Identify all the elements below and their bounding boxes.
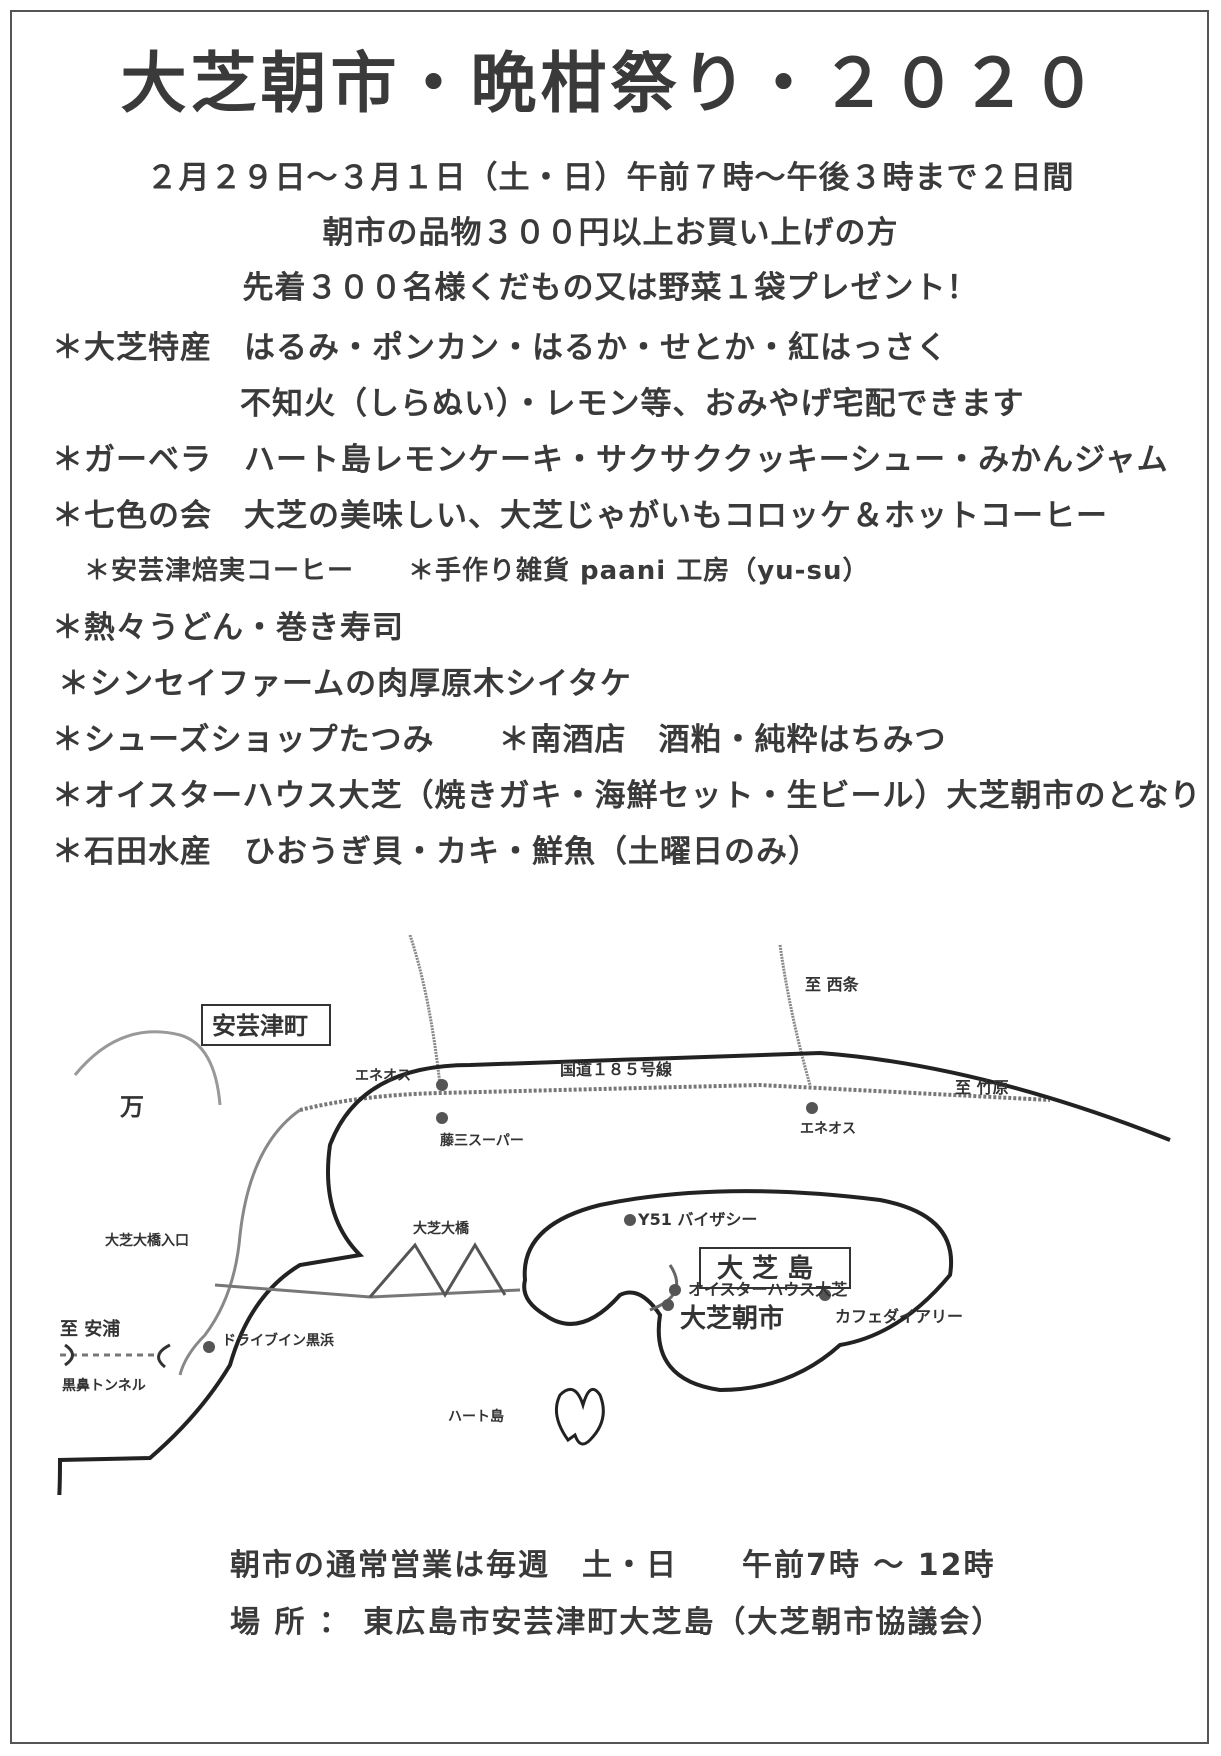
coastline: [57, 1050, 1171, 1495]
island-label-box: [699, 1247, 851, 1289]
heart-island-label: ハート島: [448, 1408, 504, 1425]
vendor-line: ＊熱々うどん・巻き寿司: [52, 610, 404, 646]
vendor-line: ＊シューズショップたつみ ＊南酒店 酒粕・純粋はちみつ: [52, 722, 947, 758]
page-title: 大芝朝市・晩柑祭り・２０２０: [120, 45, 1101, 122]
route-label: 国道１８５号線: [560, 1060, 672, 1079]
access-map: 安芸津町 万 至 西条 至 竹原 国道１８５号線 エネオス 藤三スーパー エネオ…: [57, 935, 1171, 1495]
island-label: 大 芝 島: [717, 1254, 813, 1284]
gift-offer: 先着３００名様くだもの又は野菜１袋プレゼント！: [242, 270, 979, 306]
cafe-label: カフェダイアリー: [835, 1307, 963, 1326]
cafe-dot: [819, 1289, 831, 1301]
purchase-condition: 朝市の品物３００円以上お買い上げの方: [322, 215, 899, 251]
kanji-man-label: 万: [120, 1093, 144, 1121]
bridge-truss: [368, 1242, 507, 1298]
heart-island: [554, 1387, 605, 1446]
asaichi-dot: [662, 1299, 674, 1311]
vendor-line: ＊安芸津焙実コーヒー ＊手作り雑貨 paani 工房（yu-su）: [84, 556, 870, 586]
road-to-saijo: [778, 944, 812, 1086]
vendor-line: ＊大芝特産 はるみ・ポンカン・はるか・せとか・紅はっさく: [52, 330, 948, 366]
eneos-right-label: エネオス: [800, 1121, 856, 1137]
eneos-right-dot: [806, 1102, 818, 1114]
fujizo-dot: [436, 1112, 448, 1124]
oshiba-island: [522, 1189, 954, 1393]
asaichi-label: 大芝朝市: [680, 1303, 784, 1334]
to-yasuura-label: 至 安浦: [60, 1318, 120, 1340]
vendor-line: ＊オイスターハウス大芝（焼きガキ・海鮮セット・生ビール）大芝朝市のとなり: [52, 778, 1202, 814]
road-north-left: [408, 935, 442, 1086]
vendor-line: ＊ガーベラ ハート島レモンケーキ・サクサククッキーシュー・みかんジャム: [52, 442, 1169, 478]
oyster-dot: [669, 1284, 681, 1296]
road-west: [178, 1108, 301, 1376]
oyster-house-label: オイスターハウス大芝: [688, 1280, 847, 1299]
vendor-line: 不知火（しらぬい）・レモン等、おみやげ宅配できます: [240, 386, 1025, 422]
location: 場 所 ： 東広島市安芸津町大芝島（大芝朝市協議会）: [230, 1605, 1004, 1640]
y51-dot: [624, 1214, 636, 1226]
regular-hours: 朝市の通常営業は毎週 土・日 午前7時 ～ 12時: [230, 1548, 996, 1583]
route-185: [299, 1082, 1051, 1112]
vendor-line: ＊七色の会 大芝の美味しい、大芝じゃがいもコロッケ＆ホットコーヒー: [52, 498, 1108, 534]
y51-label: Y51 バイザシー: [637, 1210, 757, 1229]
bridge-label: 大芝大橋: [413, 1220, 470, 1237]
bridge-entrance-label: 大芝大橋入口: [105, 1232, 189, 1249]
eneos-left-label: エネオス: [355, 1068, 411, 1084]
bridge-road: [214, 1283, 521, 1299]
tunnel-arrow-icon: [157, 1343, 171, 1369]
page-border: [10, 10, 1209, 1744]
to-saijo-label: 至 西条: [805, 975, 860, 994]
drive-in-label: ドライブイン黒浜: [222, 1332, 334, 1349]
tunnel-arrow-icon: [64, 1343, 74, 1367]
vendor-line: ＊石田水産 ひおうぎ貝・カキ・鮮魚（土曜日のみ）: [52, 834, 820, 870]
to-takehara-label: 至 竹原: [955, 1078, 1009, 1097]
tunnel-label: 黒鼻トンネル: [62, 1377, 146, 1394]
fujizo-label: 藤三スーパー: [440, 1132, 524, 1149]
eneos-left-dot: [436, 1079, 448, 1091]
event-date: ２月２９日～３月１日（土・日）午前７時～午後３時まで２日間: [146, 160, 1075, 196]
town-label-box: [201, 1004, 331, 1046]
vendor-line: ＊シンセイファームの肉厚原木シイタケ: [58, 666, 632, 702]
arc-marker: [73, 1030, 222, 1106]
town-label: 安芸津町: [212, 1012, 308, 1040]
drive-in-dot: [203, 1341, 215, 1353]
